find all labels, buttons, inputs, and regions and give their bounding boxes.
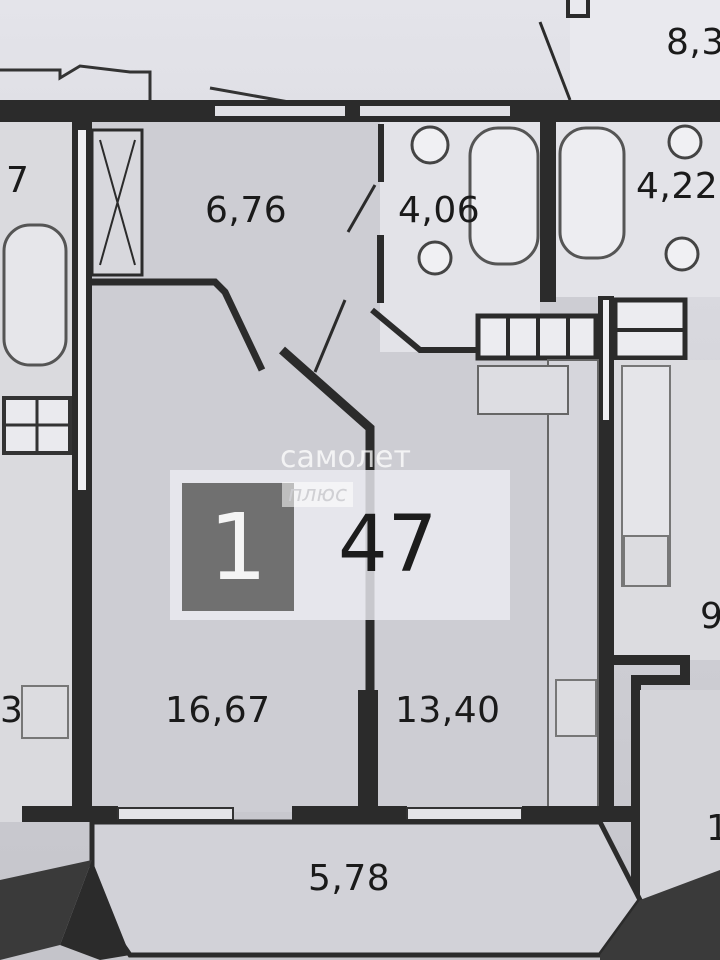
facade-wall-left bbox=[22, 806, 118, 822]
neighbor-wall-top bbox=[566, 0, 590, 18]
bathtub-left bbox=[2, 223, 68, 367]
loggia-area: 5,78 bbox=[308, 858, 391, 899]
loggia-left-neighbor bbox=[0, 860, 92, 960]
hallway-partition bbox=[92, 278, 266, 372]
bathroom-wall-lower bbox=[377, 235, 384, 303]
kitchen-area: 13,40 bbox=[395, 690, 501, 731]
kitchen-stove bbox=[555, 679, 597, 737]
facade-wall-mid bbox=[292, 806, 407, 822]
sink-right bbox=[664, 236, 700, 272]
rooms-partition-pillar bbox=[358, 690, 378, 810]
window-kitchen bbox=[406, 807, 523, 821]
bathroom-right-wall bbox=[540, 122, 556, 302]
hallway-area: 6,76 bbox=[205, 190, 288, 231]
window-top bbox=[215, 106, 345, 116]
door-swing-rooms bbox=[313, 299, 347, 373]
watermark-brand: самолет bbox=[280, 440, 411, 475]
neighbor-top-area: 8,3 bbox=[666, 22, 720, 63]
party-wall-left-inner bbox=[78, 130, 86, 490]
kitchen-counter bbox=[547, 359, 599, 811]
neighbor-right-mid-area: 9 bbox=[700, 596, 720, 637]
toilet-right bbox=[667, 124, 703, 160]
kitchen-right-wall bbox=[598, 296, 614, 816]
kitchen-sink bbox=[477, 365, 569, 415]
kitchen-right-wall-inner bbox=[603, 300, 609, 420]
bathroom-area: 4,06 bbox=[398, 190, 481, 231]
toilet bbox=[410, 125, 450, 165]
neighbor-bathroom-area: 4,22 bbox=[636, 166, 719, 207]
bathroom-lower-wall bbox=[370, 307, 480, 353]
balcony-railing-top bbox=[0, 64, 152, 104]
room-count-badge: 1 bbox=[182, 483, 294, 611]
loggia-corner-right bbox=[600, 870, 720, 960]
shaft-cross-2 bbox=[99, 139, 136, 266]
neighbor-left-top-area: 7 bbox=[6, 160, 30, 201]
neighbor-right-stove bbox=[623, 535, 669, 587]
bathroom-wall-upper bbox=[378, 124, 384, 182]
bathtub bbox=[468, 126, 540, 266]
window-top-2 bbox=[360, 106, 510, 116]
neighbor-door-swing bbox=[538, 21, 572, 101]
watermark-sub: плюс bbox=[282, 482, 354, 507]
loggia-corner-left bbox=[60, 860, 130, 960]
neighbor-block-top bbox=[570, 0, 720, 100]
sink bbox=[417, 240, 453, 276]
living-room-area: 16,67 bbox=[165, 690, 271, 731]
stove-left bbox=[21, 685, 69, 739]
bathtub-right bbox=[558, 126, 626, 260]
window-living bbox=[117, 807, 234, 821]
neighbor-left-bottom-area: 3 bbox=[0, 690, 24, 731]
facade-wall-right bbox=[522, 806, 634, 822]
neighbor-right-bottom-area: 1 bbox=[706, 808, 720, 849]
total-area-label: 47 bbox=[338, 500, 438, 590]
bathroom-door-swing bbox=[346, 184, 377, 233]
neighbor-right-wall-bottom bbox=[614, 655, 690, 960]
